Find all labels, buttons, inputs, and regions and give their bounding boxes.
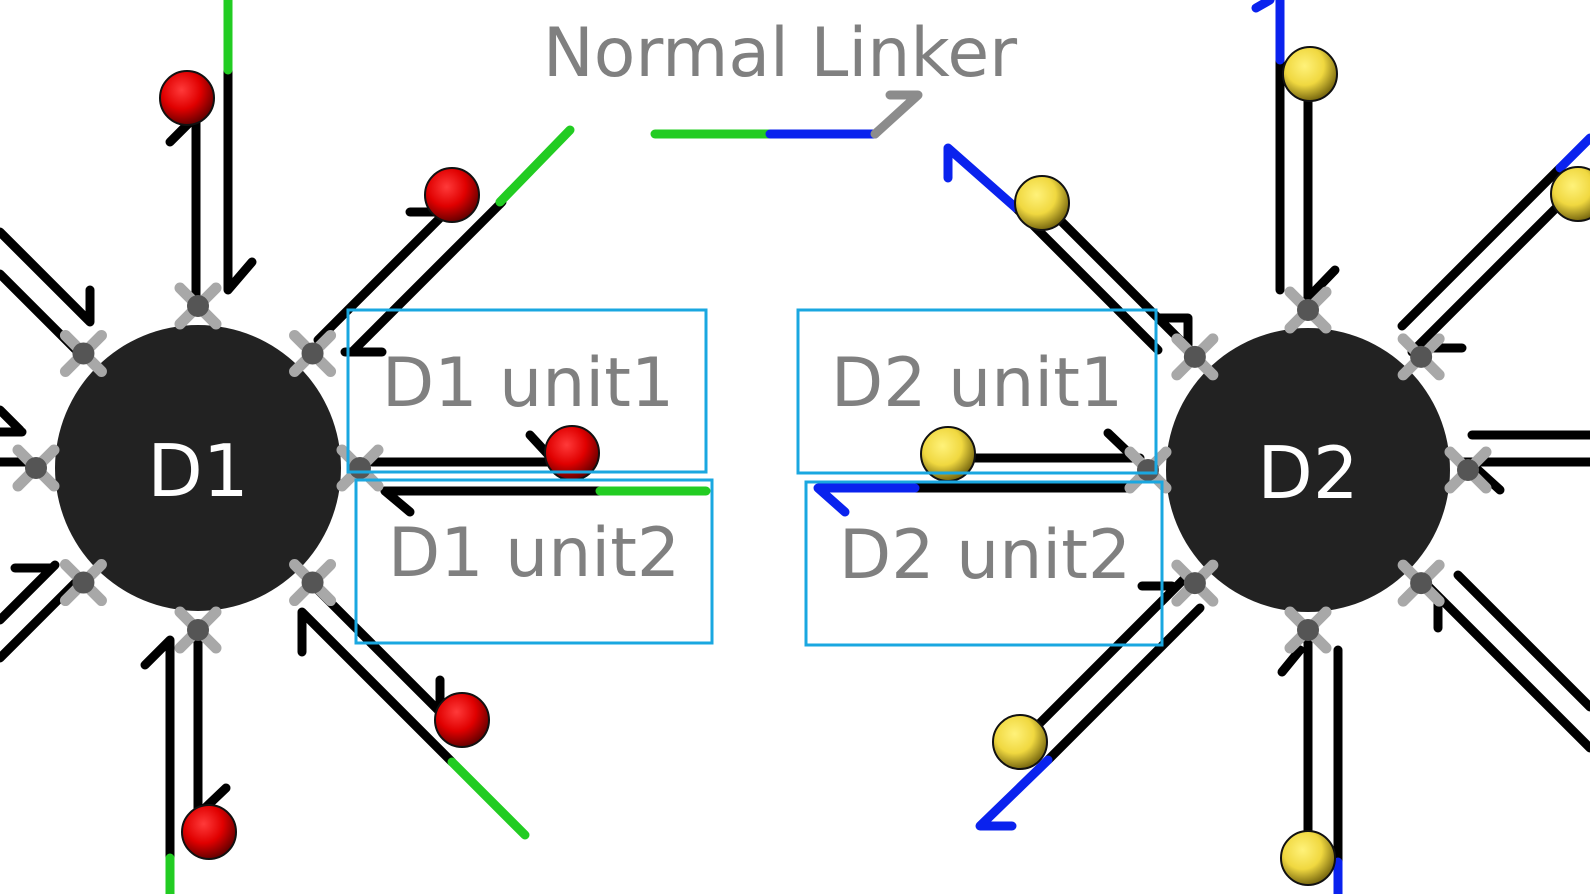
unit-d1-unit2: D1 unit2	[354, 478, 714, 645]
core-d1-label: D1	[147, 429, 248, 513]
d2-balls	[920, 46, 1590, 886]
d1-ball	[159, 70, 215, 126]
attachment-cross	[289, 559, 337, 607]
unit-d1-unit1: D1 unit1	[346, 308, 708, 474]
attachment-cross	[1444, 446, 1492, 494]
attachment-cross	[174, 606, 222, 654]
unit-d2-unit2: D2 unit2	[804, 480, 1164, 647]
d2-ball	[1550, 166, 1590, 222]
attachment-cross	[289, 329, 337, 377]
d2-ball	[1014, 175, 1070, 231]
attachment-cross	[1171, 333, 1219, 381]
attachment-cross	[1284, 606, 1332, 654]
d1-ball	[424, 167, 480, 223]
d2-strands	[813, 0, 1590, 894]
attachment-cross	[1397, 333, 1445, 381]
normal-linker	[650, 90, 923, 139]
attachment-cross	[59, 559, 107, 607]
attachment-cross	[174, 282, 222, 330]
core-d2: D2	[1166, 328, 1450, 612]
attachment-cross	[1171, 559, 1219, 607]
diagram-title: Normal Linker	[543, 14, 1017, 93]
d1-ball	[181, 804, 237, 860]
attachment-cross	[1397, 559, 1445, 607]
unit-label: D1 unit2	[388, 514, 680, 593]
attachment-points	[12, 282, 1492, 654]
attachment-cross	[59, 329, 107, 377]
d2-ball	[992, 714, 1048, 770]
attachment-cross	[1284, 286, 1332, 334]
unit-label: D2 unit1	[831, 344, 1123, 423]
attachment-cross	[12, 444, 60, 492]
unit-d2-unit1: D2 unit1	[796, 308, 1158, 475]
unit-label: D1 unit1	[382, 344, 674, 423]
d2-ball	[1282, 46, 1338, 102]
d1-balls	[159, 70, 600, 860]
unit-label: D2 unit2	[839, 516, 1131, 595]
d1-ball	[434, 692, 490, 748]
core-d2-label: D2	[1257, 431, 1358, 515]
d2-ball	[1280, 830, 1336, 886]
core-d1: D1	[55, 325, 341, 611]
